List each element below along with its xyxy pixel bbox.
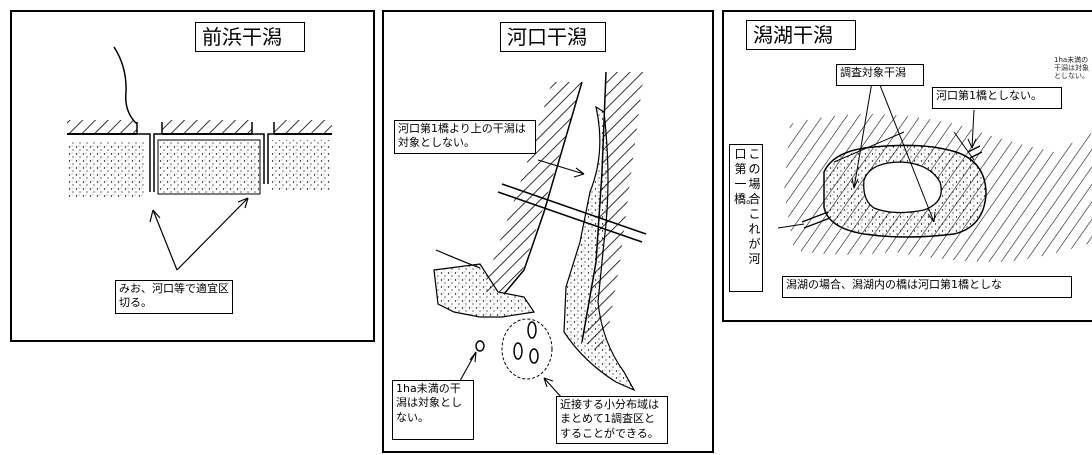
- nearby-areas-label: 近接する小分布域はまとめて1調査区とすることができる。: [556, 396, 668, 444]
- lagoon-bridge-label: 潟湖の場合、潟湖内の橋は河口第1橋としな: [782, 276, 1072, 298]
- panel-title: 潟湖干潟: [746, 20, 856, 50]
- stream-line: [113, 46, 138, 125]
- vertical-col-1: この場合これが河: [748, 147, 761, 266]
- foreshore-diagram: [67, 46, 332, 271]
- lagoon-diagram: [777, 69, 1092, 262]
- small-area-label: 1ha未満の干潟は対象としない。: [392, 380, 474, 440]
- flat-left: [67, 142, 144, 198]
- panel-title: 河口干潟: [500, 22, 606, 52]
- panel-title: 前浜干潟: [195, 22, 305, 52]
- first-bridge: [497, 183, 647, 243]
- inlet-bridge-vertical-label: この場合これが河 口第一橋。: [729, 144, 763, 292]
- lagoon-inner-bridge: [967, 145, 983, 159]
- land-hatch-middle: [162, 120, 252, 134]
- upstream-flat-label: 河口第1橋より上の干潟は対象としない。: [394, 120, 536, 154]
- lagoon-inlet-bridge: [801, 211, 831, 229]
- panel-estuary-tidal-flat: 河口干潟 河口第1橋より上の干潟は対象としない。 1ha未満の干潟は対象としない…: [382, 10, 714, 453]
- lagoon-water: [863, 161, 942, 214]
- estuary-flat-left: [433, 263, 536, 318]
- grouped-area-boundary: [501, 318, 553, 380]
- survey-target-label: 調査対象干潟: [836, 64, 924, 86]
- land-hatch-right: [274, 120, 332, 134]
- bridge-note-label: 河口第1橋としない。: [932, 87, 1062, 109]
- panel-lagoon-tidal-flat: 潟湖干潟 調査対象干潟 河口第1橋としない。 この場合これが河 口第一橋。 潟湖…: [722, 10, 1092, 322]
- vertical-col-2: 口第一橋。: [734, 147, 759, 206]
- channel-division-label: みお、河口等で適宜区切る。: [115, 280, 233, 314]
- flat-middle: [157, 139, 261, 195]
- land-hatch-left: [67, 120, 137, 134]
- small-area-note-cutoff: 1ha未満の干潟は対象としない。: [1054, 56, 1089, 81]
- panel-foreshore-tidal-flat: 前浜干潟 みお、河口等で適宜区切る。: [10, 10, 375, 342]
- flat-right: [272, 140, 330, 190]
- small-area-circle: [475, 340, 485, 352]
- estuary-diagram: [433, 71, 647, 399]
- estuary-flat-right: [563, 105, 636, 392]
- left-bank-hatch: [482, 82, 582, 292]
